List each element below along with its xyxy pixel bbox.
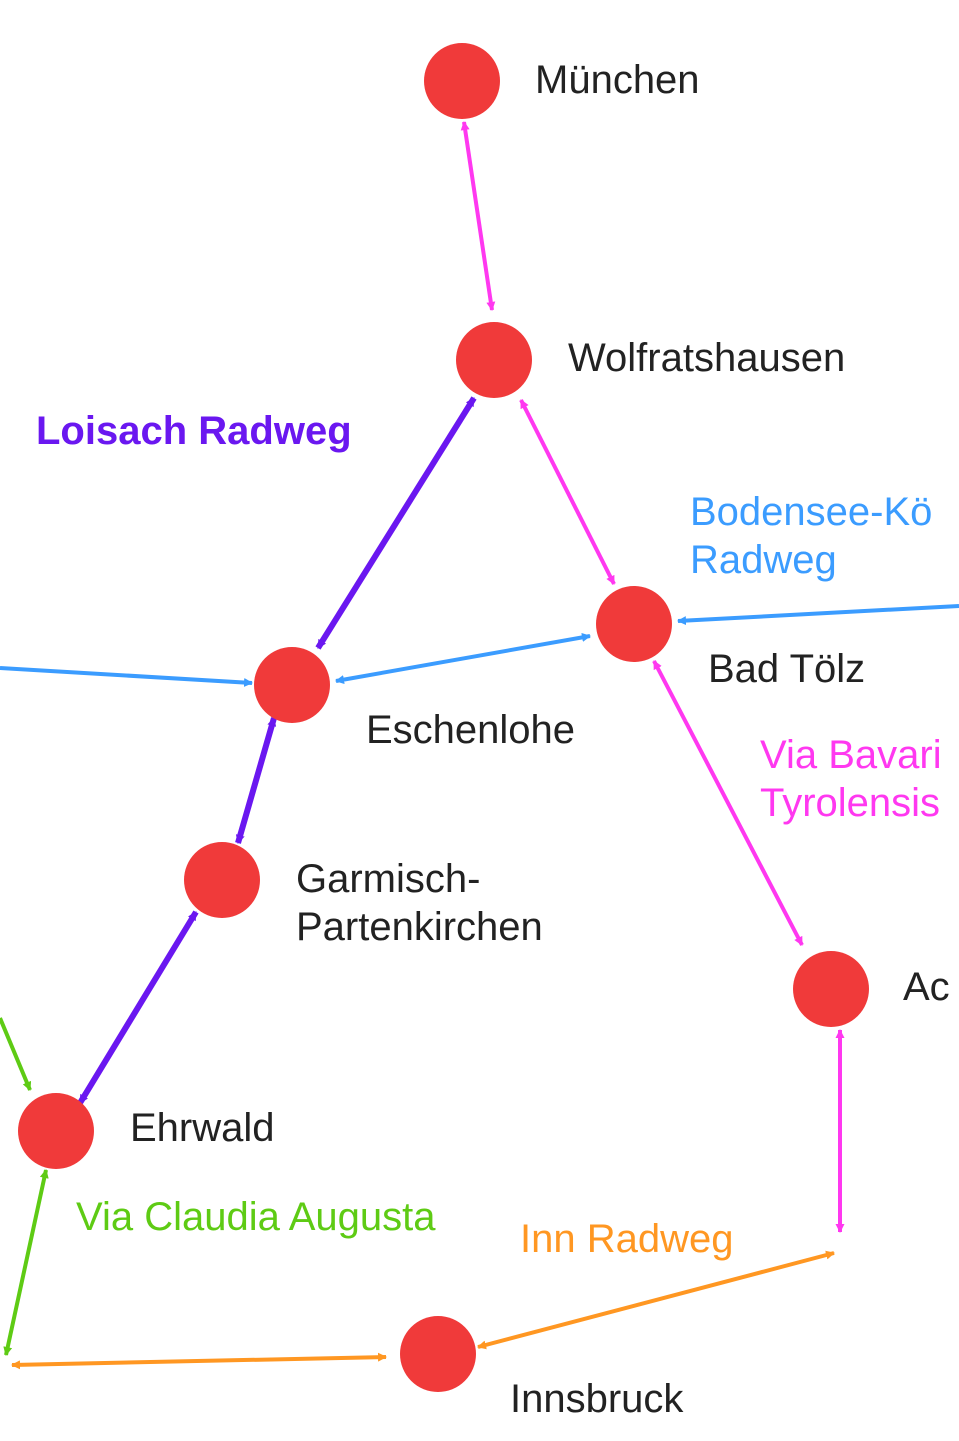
node-innsbruck [400,1316,476,1392]
edge-muenchen-wolfratshausen [460,121,496,311]
edge-northwest-ehrwald [0,1017,32,1091]
edge-wolfratshausen-badtoelz [519,399,616,585]
edge-west-eschenlohe [0,666,253,688]
node-ehrwald [18,1093,94,1169]
edge-garmisch-ehrwald [77,910,199,1105]
label-innsbruck: Innsbruck [510,1377,684,1421]
label-bad-toelz: Bad Tölz [708,647,865,691]
edge-innsbruck-east [477,1250,835,1350]
label-ac: Ac [903,965,950,1009]
route-label-loisach: Loisach Radweg [36,409,352,453]
label-ehrwald: Ehrwald [130,1106,275,1150]
node-garmisch [184,842,260,918]
route-label-via-bavarica-line1: Via Bavari [760,733,942,777]
node-wolfratshausen [456,322,532,398]
route-label-bodensee-line1: Bodensee-Kö [690,490,932,534]
edge-eschenlohe-garmisch [235,717,277,844]
edge-wolfratshausen-eschenlohe [315,396,477,650]
label-eschenlohe: Eschenlohe [366,708,575,752]
edge-eschenlohe-badtoelz [335,632,591,685]
node-ac [793,951,869,1027]
edge-ehrwald-south [3,1169,49,1356]
node-eschenlohe [254,647,330,723]
edge-badtoelz-ac [652,660,804,946]
node-muenchen [424,43,500,119]
route-label-via-claudia: Via Claudia Augusta [76,1195,436,1239]
route-label-inn: Inn Radweg [520,1217,733,1261]
edge-west-innsbruck [11,1352,387,1370]
node-bad-toelz [596,586,672,662]
label-muenchen: München [535,58,700,102]
label-garmisch-line2: Partenkirchen [296,905,543,949]
edge-east-badtoelz [677,604,959,626]
route-label-via-bavarica-line2: Tyrolensis [760,781,940,825]
label-garmisch-line1: Garmisch- [296,857,480,901]
route-label-bodensee-line2: Radweg [690,538,837,582]
label-wolfratshausen: Wolfratshausen [568,336,845,380]
